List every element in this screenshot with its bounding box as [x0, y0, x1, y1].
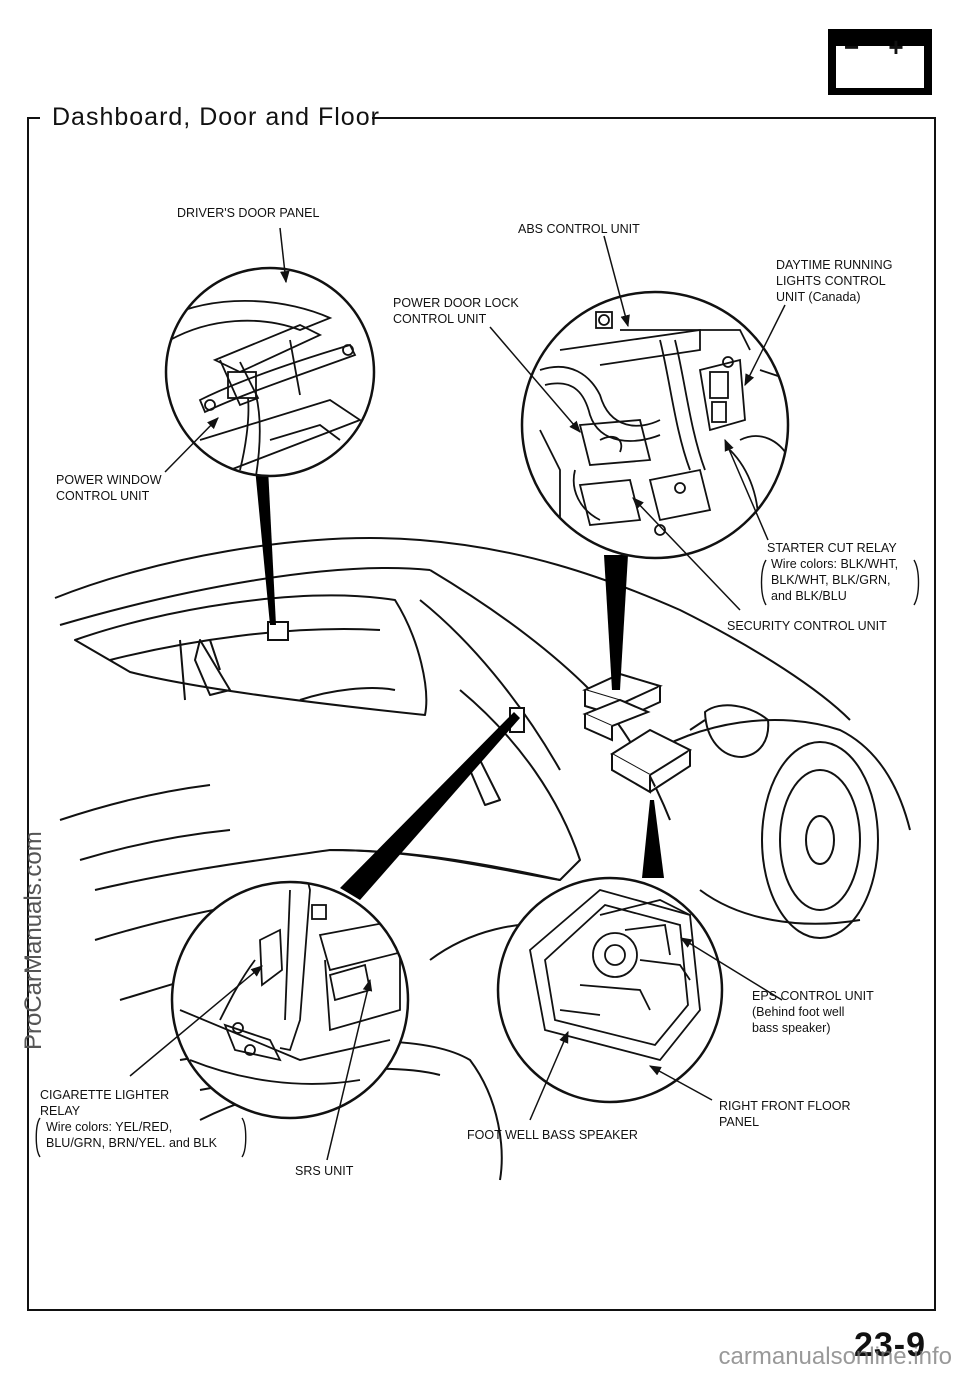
label-line: RIGHT FRONT FLOOR: [719, 1099, 851, 1113]
label-line: LIGHTS CONTROL: [776, 274, 886, 288]
label-srs-unit: SRS UNIT: [295, 1164, 354, 1178]
label-eps-control-unit: EPS CONTROL UNIT (Behind foot well bass …: [752, 988, 874, 1036]
watermark-side: ProCarManuals.com: [20, 831, 47, 1050]
label-line: BLK/WHT, BLK/GRN,: [771, 573, 891, 587]
label-line: Wire colors: BLK/WHT,: [771, 557, 899, 571]
watermark-bottom: carmanualsonline.info: [718, 1343, 952, 1370]
label-line: (Behind foot well: [752, 1005, 845, 1019]
label-daytime-running-lights: DAYTIME RUNNING LIGHTS CONTROL UNIT (Can…: [776, 257, 892, 305]
wire-note-brackets: [35, 559, 920, 1158]
label-starter-cut-relay: STARTER CUT RELAY Wire colors: BLK/WHT, …: [767, 540, 898, 604]
label-security-control-unit: SECURITY CONTROL UNIT: [727, 619, 887, 633]
label-line: Wire colors: YEL/RED,: [46, 1120, 173, 1134]
label-line: PANEL: [719, 1115, 760, 1129]
label-power-door-lock: POWER DOOR LOCK CONTROL UNIT: [393, 295, 519, 327]
label-cigarette-lighter-relay: CIGARETTE LIGHTER RELAY Wire colors: YEL…: [40, 1087, 217, 1151]
label-power-window-control: POWER WINDOW CONTROL UNIT: [56, 472, 162, 504]
callout-wedges: [255, 468, 664, 900]
label-line: and BLK/BLU: [771, 589, 847, 603]
battery-minus-label: −: [844, 32, 860, 62]
label-line: CONTROL UNIT: [393, 312, 487, 326]
battery-icon: [828, 29, 932, 95]
battery-plus-label: +: [888, 32, 904, 62]
leader-lines: [129, 227, 786, 1161]
page-title: Dashboard, Door and Floor: [52, 103, 380, 131]
label-line: BLU/GRN, BRN/YEL. and BLK: [46, 1136, 217, 1150]
page-frame: [27, 117, 936, 1311]
car-body: [54, 537, 911, 1181]
label-line: RELAY: [40, 1104, 81, 1118]
label-line: DAYTIME RUNNING: [776, 258, 893, 272]
label-foot-well-bass-speaker: FOOT WELL BASS SPEAKER: [467, 1128, 638, 1142]
label-line: POWER WINDOW: [56, 473, 162, 487]
page-number: 23-9: [853, 1326, 926, 1364]
component-blocks: [267, 621, 693, 794]
battery-terminal-labels: − +: [844, 32, 914, 63]
label-line: POWER DOOR LOCK: [393, 296, 519, 310]
label-line: EPS CONTROL UNIT: [752, 989, 874, 1003]
label-drivers-door-panel: DRIVER'S DOOR PANEL: [177, 206, 320, 220]
label-right-front-floor-panel: RIGHT FRONT FLOOR PANEL: [719, 1098, 851, 1130]
label-line: UNIT (Canada): [776, 290, 861, 304]
label-line: bass speaker): [752, 1021, 831, 1035]
label-line: CONTROL UNIT: [56, 489, 150, 503]
label-line: STARTER CUT RELAY: [767, 541, 897, 555]
label-line: CIGARETTE LIGHTER: [40, 1088, 170, 1102]
label-abs-control-unit: ABS CONTROL UNIT: [518, 222, 640, 236]
